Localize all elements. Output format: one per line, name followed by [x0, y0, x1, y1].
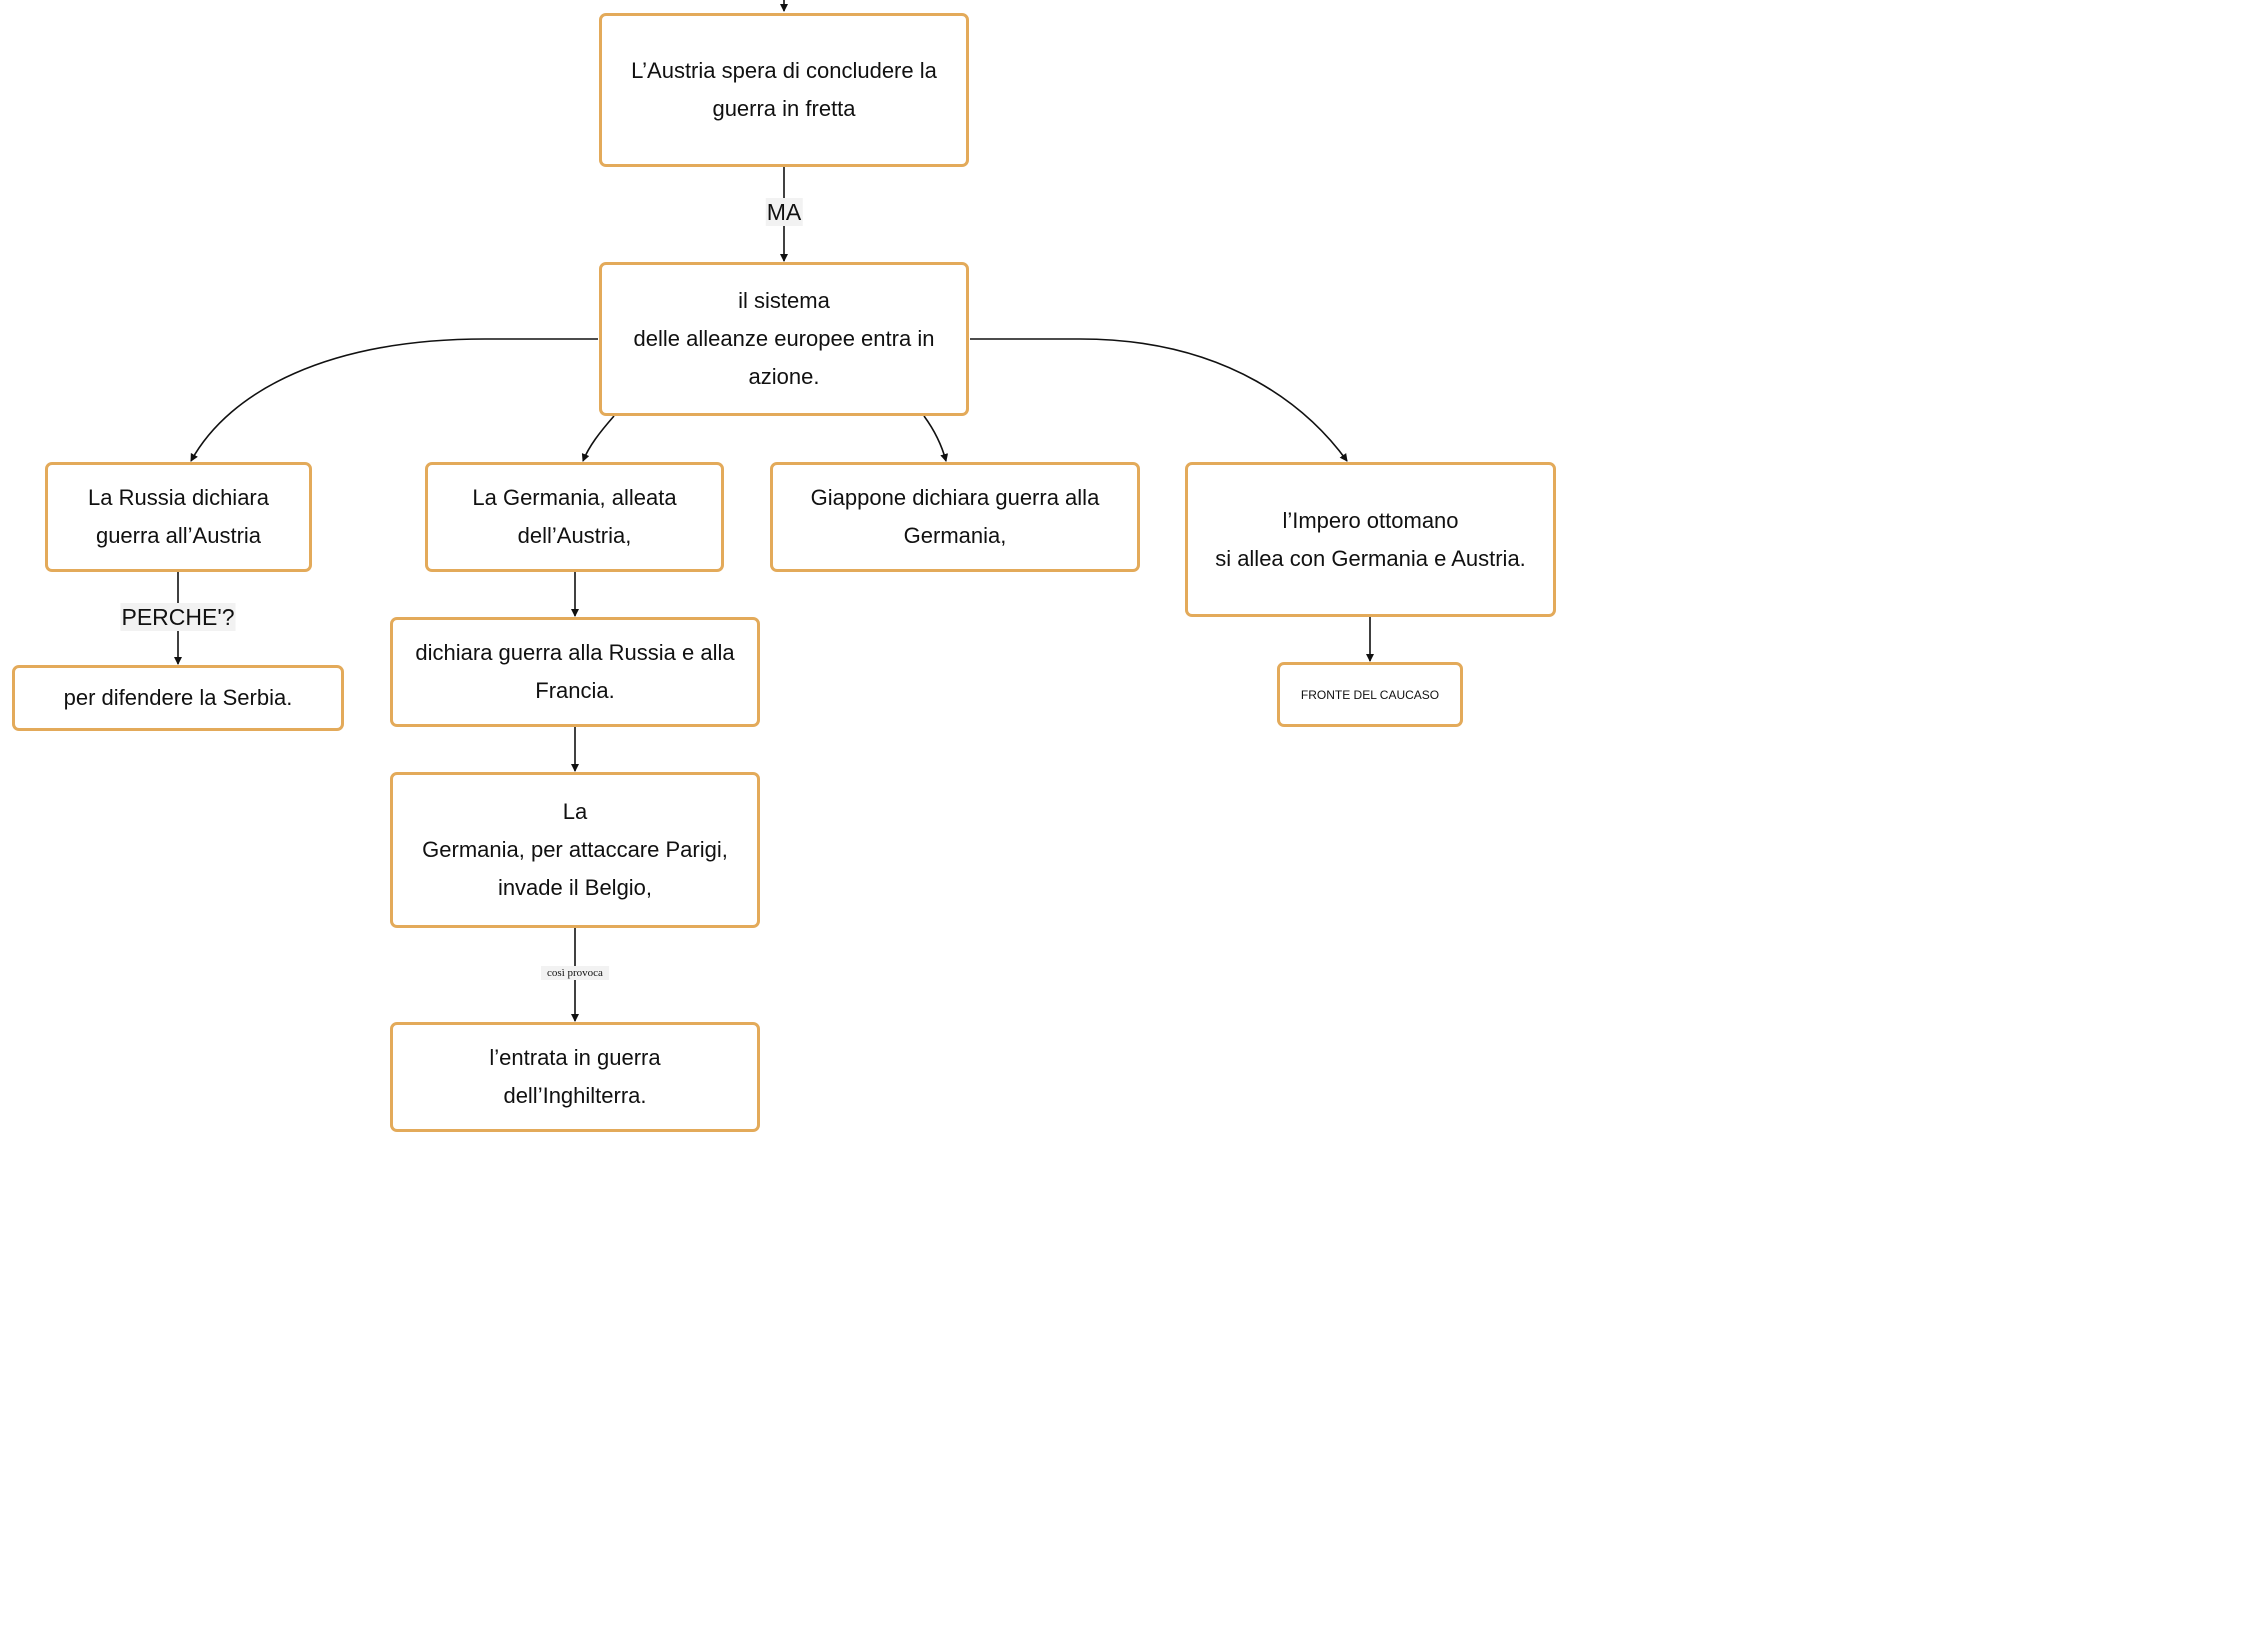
- edge-system-to-russia: [190, 338, 598, 462]
- edge-system-to-germany: [581, 415, 615, 462]
- edge-label-ma: MA: [765, 198, 803, 226]
- node-germany-belgium[interactable]: La Germania, per attaccare Parigi, invad…: [390, 772, 760, 928]
- edge-system-to-ottoman: [970, 338, 1348, 462]
- node-japan-declares[interactable]: Giappone dichiara guerra alla Germania,: [770, 462, 1140, 572]
- node-england-entry[interactable]: l’entrata in guerra dell’Inghilterra.: [390, 1022, 760, 1132]
- node-austria-hope[interactable]: L’Austria spera di concludere la guerra …: [599, 13, 969, 167]
- node-ottoman-empire[interactable]: l’Impero ottomano si allea con Germania …: [1185, 462, 1556, 617]
- node-russia-declares[interactable]: La Russia dichiara guerra all’Austria: [45, 462, 312, 572]
- edge-label-perche: PERCHE'?: [120, 603, 236, 631]
- node-germany-declares[interactable]: dichiara guerra alla Russia e alla Franc…: [390, 617, 760, 727]
- node-germany-ally[interactable]: La Germania, alleata dell’Austria,: [425, 462, 724, 572]
- node-caucasus-front[interactable]: FRONTE DEL CAUCASO: [1277, 662, 1463, 727]
- node-alliance-system[interactable]: il sistema delle alleanze europee entra …: [599, 262, 969, 416]
- edge-label-cosi-provoca: così provoca: [541, 966, 609, 980]
- node-defend-serbia[interactable]: per difendere la Serbia.: [12, 665, 344, 731]
- edge-system-to-japan: [923, 415, 949, 462]
- connector-lines: [174, 0, 1374, 1022]
